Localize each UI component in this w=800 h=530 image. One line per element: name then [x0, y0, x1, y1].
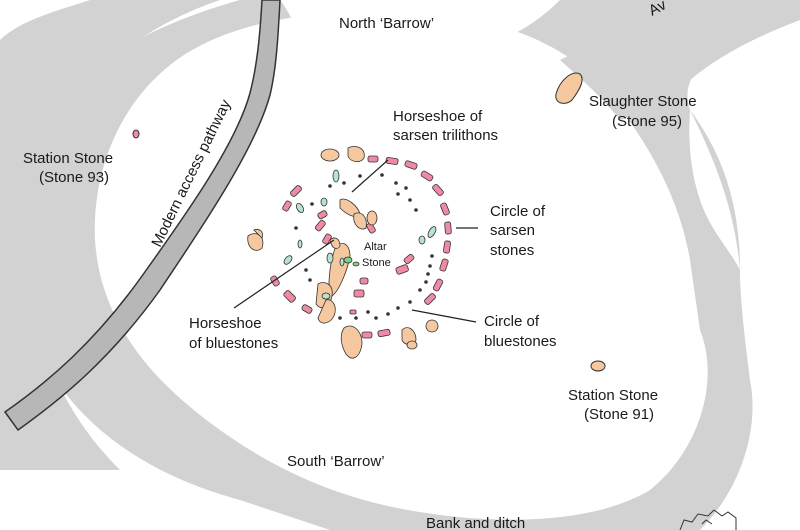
- horseshoe-bluestones-label-1: Horseshoe: [189, 315, 262, 332]
- bank-ditch-label: Bank and ditch: [426, 515, 525, 530]
- station-stone-93-label-1: Station Stone: [23, 150, 113, 167]
- sarsen-circle: [270, 155, 452, 339]
- horseshoe-trilithons-label-2: sarsen trilithons: [393, 127, 498, 144]
- circle-bluestones-label-2: bluestones: [484, 333, 557, 350]
- bluestones: [283, 169, 437, 300]
- outer-white-left: [0, 470, 300, 530]
- outer-white-right: [700, 270, 800, 530]
- ring-left-arc: [19, 0, 800, 530]
- avenue-band: [560, 0, 800, 120]
- sarsen-trilithons: [247, 146, 439, 359]
- circle-bluestones-label-1: Circle of: [484, 313, 540, 330]
- ring-outer-patch-left: [0, 0, 220, 470]
- circle-sarsen-label-2: sarsen: [490, 222, 535, 239]
- slaughter-stone: [555, 72, 583, 104]
- leader-lines: [233, 159, 478, 323]
- slaughter-stone-label-1: Slaughter Stone: [589, 93, 697, 110]
- station-stone-91: [590, 360, 606, 372]
- horseshoe-trilithons-label-1: Horseshoe of: [393, 108, 483, 125]
- circle-sarsen-label-1: Circle of: [490, 203, 546, 220]
- station-stone-93: [132, 129, 140, 139]
- south-barrow-label: South ‘Barrow’: [287, 453, 385, 470]
- pathway-band: [3, 0, 281, 432]
- bluestone-circle-dots: [294, 173, 434, 320]
- circle-sarsen-label-3: stones: [490, 242, 534, 259]
- north-barrow-label: North ‘Barrow’: [339, 15, 434, 32]
- slaughter-stone-label-2: (Stone 95): [612, 113, 682, 130]
- altar-stone-label-2: Stone: [362, 257, 391, 269]
- altar-stone-label-1: Altar: [364, 241, 387, 253]
- right-notch-white: [689, 110, 740, 270]
- inset-map-icon: [679, 509, 737, 530]
- horseshoe-bluestones-label-2: of bluestones: [189, 335, 278, 352]
- outlier-stones: [132, 72, 606, 372]
- labels: North ‘Barrow’ South ‘Barrow’ Av Slaught…: [23, 0, 697, 530]
- station-stone-91-label-1: Station Stone: [568, 387, 658, 404]
- top-white-band: [280, 0, 560, 40]
- station-stone-93-label-2: (Stone 93): [39, 169, 109, 186]
- station-stone-91-label-2: (Stone 91): [584, 406, 654, 423]
